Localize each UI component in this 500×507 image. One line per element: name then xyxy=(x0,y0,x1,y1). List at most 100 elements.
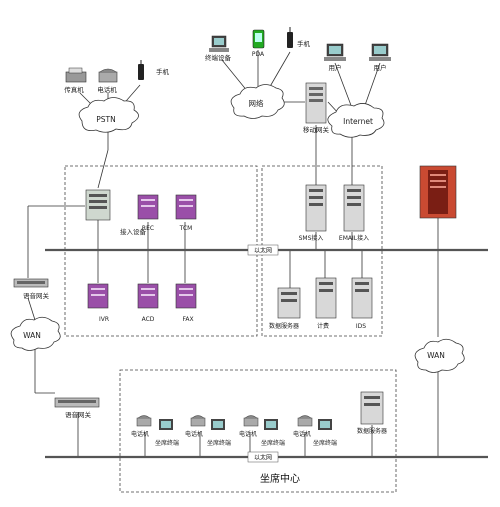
mobile-phone-icon xyxy=(287,27,293,48)
terminal-device: 终端设备 xyxy=(205,35,232,62)
terminal-device-label: 终端设备 xyxy=(205,53,232,62)
server-icon xyxy=(137,194,159,220)
pda-device: PDA xyxy=(252,29,265,58)
internet-cloud: Internet xyxy=(327,103,385,138)
voice-gateway-top-label: 语音网关 xyxy=(23,291,50,300)
voice-gateway-bottom: 语音网关 xyxy=(54,397,100,419)
internet-user-1: 用户 xyxy=(324,43,346,72)
internet-user-1-label: 用户 xyxy=(329,63,342,72)
tcm-server: TCM xyxy=(175,194,197,232)
ivr-label: IVR xyxy=(99,316,109,323)
seat-terminal-2-label: 坐席终端 xyxy=(207,439,231,447)
email-access-label: EMAIL接入 xyxy=(339,234,369,242)
voice-gateway-bottom-label: 语音网关 xyxy=(65,410,92,419)
ivr-server: IVR xyxy=(87,283,109,323)
mobile-gateway-label: 移动网关 xyxy=(303,125,330,134)
pstn-cloud: PSTN xyxy=(78,97,139,133)
seat-terminal-1: 坐席终端 xyxy=(155,419,179,447)
network-cloud: 网络 xyxy=(230,84,285,119)
billing-server: 计费 xyxy=(315,277,337,330)
server-rack-icon xyxy=(419,165,457,219)
computer-icon xyxy=(211,419,225,430)
mobile-gateway: 移动网关 xyxy=(303,82,330,134)
computer-icon xyxy=(318,419,332,430)
internet-label: Internet xyxy=(343,117,373,126)
pstn-mobile: 手机 xyxy=(138,60,170,80)
fax-server-label: FAX xyxy=(182,316,193,323)
fax-machine: 传真机 xyxy=(64,67,87,94)
core-db-server-label: 数据服务器 xyxy=(269,322,299,330)
seat-phone-1-label: 电话机 xyxy=(131,430,149,438)
access-device: 接入设备 xyxy=(85,189,147,236)
seat-terminal-4: 坐席终端 xyxy=(313,419,337,447)
server-icon xyxy=(175,283,197,309)
fax-server: FAX xyxy=(175,283,197,323)
sms-access: SMS接入 xyxy=(299,184,327,242)
big-server xyxy=(419,165,457,219)
connection-lines xyxy=(27,50,439,457)
server-icon xyxy=(351,277,373,319)
seat-phone-3: 电话机 xyxy=(239,415,259,438)
server-icon xyxy=(87,283,109,309)
ids-server: IDS xyxy=(351,277,373,330)
wan-label-left: WAN xyxy=(23,331,41,340)
seat-center-title: 坐席中心 xyxy=(260,472,300,485)
phone-icon xyxy=(190,415,206,427)
computer-icon xyxy=(209,35,229,52)
phone-icon xyxy=(243,415,259,427)
server-icon xyxy=(315,277,337,319)
seat-terminal-3: 坐席终端 xyxy=(261,419,285,447)
phone-icon xyxy=(297,415,313,427)
phone-icon xyxy=(136,415,152,427)
pda-icon xyxy=(252,29,265,49)
seat-phone-4-label: 电话机 xyxy=(293,430,311,438)
server-icon xyxy=(343,184,365,232)
switch-icon xyxy=(13,278,49,288)
seat-phone-2: 电话机 xyxy=(185,415,206,438)
sms-access-label: SMS接入 xyxy=(299,234,324,242)
computer-icon xyxy=(159,419,173,430)
ethernet-bus-top: 以太网 xyxy=(45,244,488,256)
server-icon xyxy=(137,283,159,309)
billing-label: 计费 xyxy=(317,322,329,330)
wan-cloud-right: WAN xyxy=(414,338,465,373)
seat-phone-4: 电话机 xyxy=(293,415,313,438)
pstn-label: PSTN xyxy=(96,115,115,124)
server-icon xyxy=(305,82,327,124)
network-mobile: 手机 xyxy=(287,27,311,48)
ethernet-label-top: 以太网 xyxy=(254,247,272,255)
server-icon xyxy=(305,184,327,232)
pstn-phone-label: 电话机 xyxy=(97,85,117,94)
network-mobile-label: 手机 xyxy=(297,39,311,48)
seat-db-server-label: 数据服务器 xyxy=(357,427,387,435)
acd-label: ACD xyxy=(142,316,155,323)
switch-icon xyxy=(54,397,100,408)
rec-server: REC xyxy=(137,194,159,232)
seat-db-server: 数据服务器 xyxy=(357,391,387,435)
core-db-server: 数据服务器 xyxy=(269,287,301,330)
seat-terminal-3-label: 坐席终端 xyxy=(261,439,285,447)
pda-label: PDA xyxy=(252,51,265,58)
server-icon xyxy=(277,287,301,319)
internet-user-2: 用户 xyxy=(369,43,391,72)
seat-terminal-1-label: 坐席终端 xyxy=(155,439,179,447)
phone-icon xyxy=(98,68,118,83)
computer-icon xyxy=(324,43,346,61)
network-label: 网络 xyxy=(249,98,264,108)
pstn-mobile-label: 手机 xyxy=(156,67,170,76)
switch-server-icon xyxy=(85,189,111,221)
wan-label-right: WAN xyxy=(427,351,445,360)
pstn-phone: 电话机 xyxy=(97,68,118,94)
ids-label: IDS xyxy=(356,323,366,330)
server-icon xyxy=(175,194,197,220)
seat-terminal-4-label: 坐席终端 xyxy=(313,439,337,447)
ethernet-label-bottom: 以太网 xyxy=(254,454,272,462)
seat-phone-1: 电话机 xyxy=(131,415,152,438)
internet-user-2-label: 用户 xyxy=(374,63,387,72)
computer-icon xyxy=(369,43,391,61)
computer-icon xyxy=(264,419,278,430)
acd-server: ACD xyxy=(137,283,159,323)
mobile-phone-icon xyxy=(138,60,144,80)
